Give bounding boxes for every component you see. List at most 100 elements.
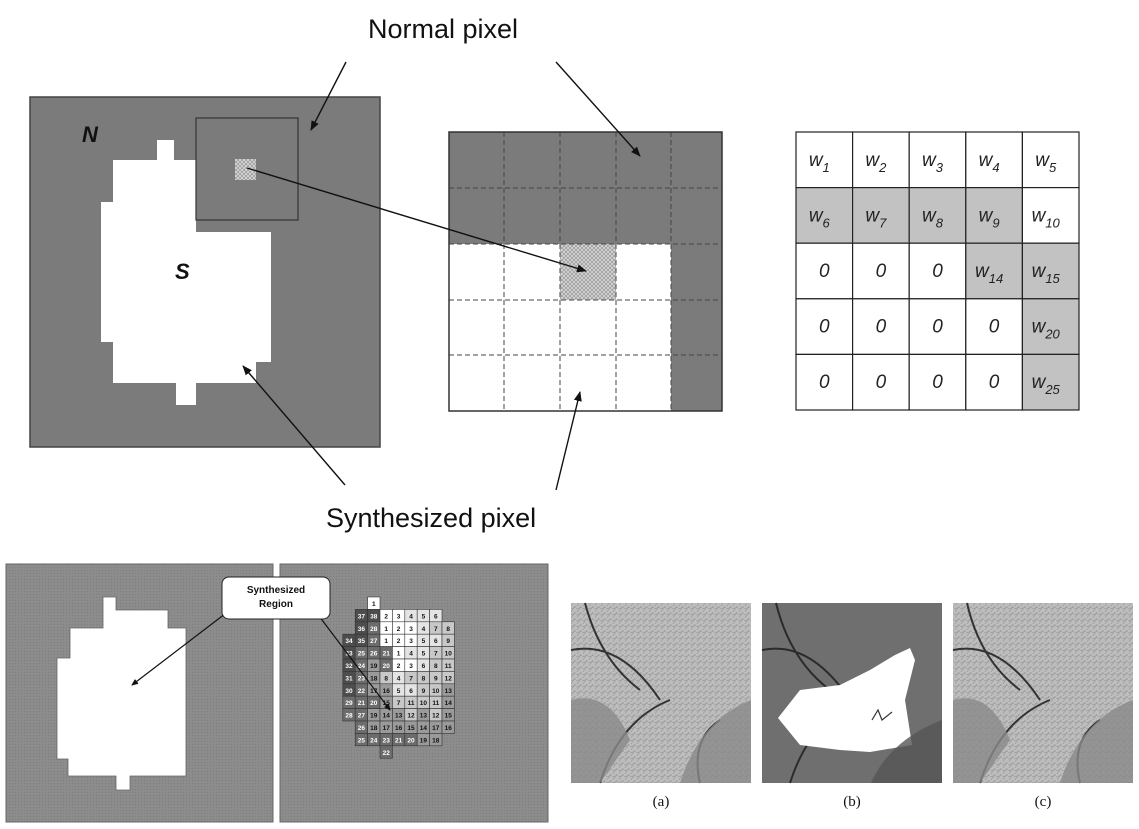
order-label: 19 (370, 663, 378, 670)
weight-cell (851, 298, 910, 355)
weight-cell (965, 353, 1023, 411)
order-label: 36 (358, 626, 366, 633)
order-label: 4 (409, 613, 413, 620)
order-label: 7 (409, 675, 413, 682)
weight-subscript: 7 (879, 215, 887, 230)
order-label: 5 (422, 613, 426, 620)
weight-label: 0 (989, 372, 1000, 393)
center-pixel (560, 244, 616, 300)
order-label: 18 (370, 725, 378, 732)
weight-subscript: 15 (1045, 271, 1060, 286)
weight-subscript: 2 (878, 160, 887, 175)
order-label: 7 (434, 651, 438, 658)
order-label: 25 (358, 737, 366, 744)
order-label: 32 (345, 663, 353, 670)
order-label: 14 (445, 700, 453, 707)
image-region-panel: N S (29, 96, 381, 448)
order-label: 6 (434, 638, 438, 645)
order-label: 18 (370, 675, 378, 682)
weight-subscript: 6 (823, 215, 831, 230)
weight-subscript: 10 (1045, 215, 1060, 230)
order-label: 38 (370, 613, 378, 620)
order-label: 2 (397, 638, 401, 645)
order-label: 20 (383, 663, 391, 670)
order-label: 6 (409, 688, 413, 695)
weight-subscript: 14 (989, 271, 1003, 286)
order-label: 15 (407, 725, 415, 732)
order-label: 19 (370, 713, 378, 720)
order-label: 22 (383, 750, 391, 757)
order-label: 13 (445, 688, 453, 695)
order-label: 8 (422, 675, 426, 682)
order-label: 10 (445, 651, 453, 658)
order-label: 21 (358, 700, 366, 707)
order-label: 3 (397, 613, 401, 620)
weight-cell (908, 353, 967, 411)
photo-b (761, 602, 942, 784)
order-label: 17 (370, 688, 378, 695)
order-label: 9 (434, 675, 438, 682)
weight-cell (965, 298, 1023, 355)
order-label: 16 (395, 725, 403, 732)
normal-pixel-label: Normal pixel (368, 14, 518, 44)
order-label: 18 (432, 737, 440, 744)
weight-subscript: 5 (1049, 160, 1057, 175)
order-label: 8 (434, 663, 438, 670)
callout-arrow-right (315, 611, 391, 711)
photo-c (952, 602, 1133, 784)
weight-subscript: 9 (992, 215, 999, 230)
order-label: 6 (422, 663, 426, 670)
order-label: 6 (434, 613, 438, 620)
order-label: 11 (408, 700, 415, 707)
order-label: 14 (420, 725, 428, 732)
order-label: 12 (445, 675, 453, 682)
order-label: 2 (397, 663, 401, 670)
weight-subscript: 25 (1044, 382, 1060, 397)
order-label: 29 (345, 700, 353, 707)
weight-cell (965, 187, 1023, 244)
weight-label: 0 (932, 261, 943, 282)
weight-cell (851, 353, 910, 411)
order-label: 28 (370, 626, 378, 633)
order-label: 26 (370, 651, 378, 658)
region-s-label: S (175, 259, 190, 284)
order-label: 9 (422, 688, 426, 695)
arrow-synth-to-region (242, 365, 346, 486)
order-label: 2 (397, 626, 401, 633)
callout-box (221, 576, 331, 620)
weight-subscript: 1 (823, 160, 830, 175)
caption-c: (c) (1035, 794, 1052, 810)
order-cell (379, 745, 393, 759)
order-label: 22 (358, 688, 366, 695)
photo-a (570, 602, 751, 784)
weight-cell (851, 242, 910, 300)
weight-cell (795, 353, 854, 411)
weight-label: 0 (819, 261, 830, 282)
order-label: 11 (445, 663, 452, 670)
weight-subscript: 3 (936, 160, 944, 175)
order-label: 23 (358, 675, 366, 682)
synthesized-region-mask (56, 596, 187, 791)
order-label: 13 (395, 713, 403, 720)
synthesized-region-shape (101, 140, 271, 405)
order-label: 25 (358, 651, 366, 658)
order-label: 1 (372, 601, 376, 608)
order-label: 16 (383, 688, 391, 695)
weight-label: 0 (932, 317, 943, 338)
synthesized-pixel-label: Synthesized pixel (326, 503, 536, 533)
order-cell (429, 733, 443, 747)
weight-cell (795, 131, 854, 189)
order-label: 8 (446, 626, 450, 633)
weight-subscript: 8 (936, 215, 944, 230)
weight-label: w14 (975, 261, 1003, 286)
order-label: 4 (409, 651, 413, 658)
callout-line2: Region (259, 599, 293, 610)
order-label: 3 (409, 663, 413, 670)
order-label: 20 (407, 737, 415, 744)
order-label: 31 (345, 675, 353, 682)
callout-line1: Synthesized (247, 585, 305, 596)
order-label: 3 (409, 638, 413, 645)
weight-label: 0 (876, 372, 887, 393)
order-label: 35 (358, 638, 366, 645)
